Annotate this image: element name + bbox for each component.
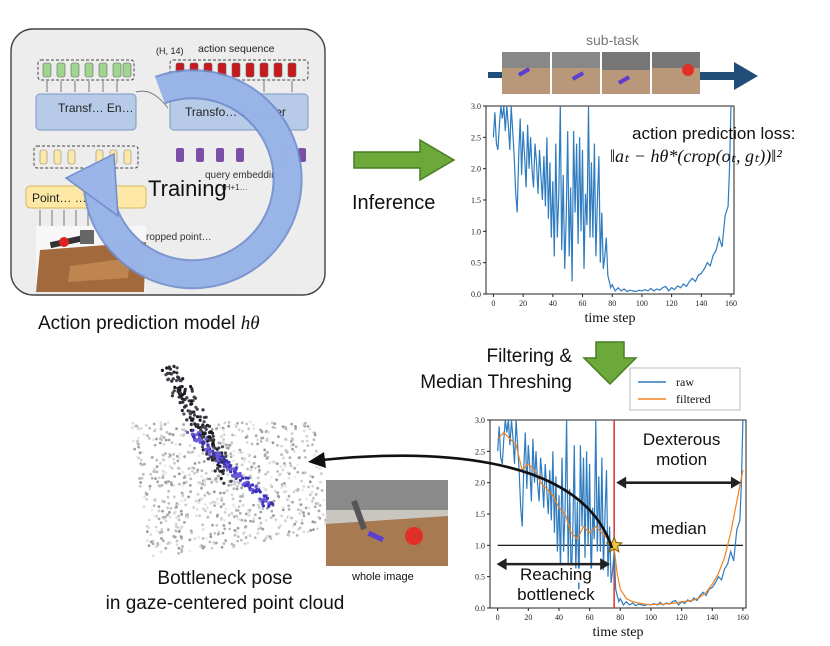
x-tick-label: 120 [666,299,678,308]
transformer-encoder-block [35,93,137,131]
training-label: Training [148,176,227,201]
encoder-output-box [37,59,135,81]
median-label: median [651,519,707,538]
pointer-head [308,452,326,468]
x-tick-label: 60 [586,613,594,622]
query-embedding-label: query embedding [205,170,282,181]
training-cycle-arrow [64,69,303,290]
encoder-label: Transf… En… [58,101,134,115]
legend-box [629,367,741,411]
x-tick-label: 40 [555,613,563,622]
gaze-point-cloud [131,364,328,558]
model-diagram: (H, 14) action sequence Transf… En… Tr [10,28,326,296]
filtering-label: Filtering & Median Threshing [420,346,572,393]
y-tick-label: 1.5 [471,196,481,205]
x-tick-label: 80 [616,613,624,622]
x-tick-label: 140 [695,299,707,308]
bottleneck-star [605,535,624,553]
y-tick-label: 2.5 [471,133,481,142]
y-tick-label: 0.0 [475,604,485,613]
reaching-label: bottleneck [517,585,595,604]
x-tick-label: 40 [549,299,557,308]
legend-label: raw [676,375,694,389]
dexterous-arrow-left-head [616,476,627,489]
reaching-arrow-left-head [496,558,507,571]
x-axis-title: time step [593,625,644,640]
y-tick-label: 1.0 [475,541,485,550]
model-caption-math: hθ [240,313,260,334]
x-tick-label: 100 [645,613,657,622]
reaching-arrow-right-head [600,558,611,571]
loss-chart: 0 20 40 60 80 100 120 140 160 0.0 0.5 1.0 1.5 2.0 2.5 3… [471,102,737,326]
inference-label: Inference [352,192,436,214]
whole-image-label: whole image [352,571,414,583]
query-shape-label: (H+1… [222,183,248,192]
filtered-chart: 0 20 40 60 80 100 120 140 160 0.0 0.5 1.0 1.5 2.0 2.5 3… [475,367,749,640]
dexterous-label: Dexterous [643,430,720,449]
legend: raw filtered [629,367,741,411]
x-tick-label: 0 [491,299,495,308]
y-tick-label: 3.0 [471,102,481,111]
x-tick-label: 100 [636,299,648,308]
dexterous-label: motion [656,450,707,469]
cropped-points-label: …ropped point… [136,232,212,243]
x-tick-label: 160 [725,299,737,308]
encoder-output-tokens [42,62,132,78]
action-sequence-tokens [175,62,297,78]
x-tick-label: 0 [496,613,500,622]
model-caption-text: Action prediction model [38,313,241,334]
subtask-frames [502,52,700,94]
x-tick-label: 80 [608,299,616,308]
x-tick-label: 20 [519,299,527,308]
reaching-label: Reaching [520,565,592,584]
encoder-decoder-connector [135,90,169,109]
x-axis-title: time step [585,311,636,326]
action-sequence-label: action sequence [198,43,275,55]
series-line-loss [492,106,732,293]
series-line-filtered [497,431,744,606]
y-tick-label: 0.0 [471,290,481,299]
loss-title: action prediction loss: [632,124,796,143]
series-line-raw [497,420,744,607]
inference-arrow [353,138,456,182]
model-panel: (H, 14) action sequence Transf… En… Tr [10,28,326,296]
filtering-arrow [582,341,638,386]
point-cloud-points [131,364,328,558]
bottleneck-pointer [308,452,614,549]
whole-image-photo [326,480,448,566]
y-tick-label: 3.0 [475,416,485,425]
model-caption: Action prediction model hθ [38,313,260,335]
y-tick-label: 0.5 [475,573,485,582]
y-tick-label: 0.5 [471,259,481,268]
x-tick-label: 60 [579,299,587,308]
shape-label: (H, 14) [156,46,184,56]
y-tick-label: 2.0 [471,165,481,174]
x-tick-label: 160 [737,613,749,622]
bottleneck-title: Bottleneck pose in gaze-centered point c… [70,566,380,616]
legend-label: filtered [676,392,711,406]
dexterous-arrow-right-head [730,476,741,489]
y-tick-label: 2.0 [475,479,485,488]
y-tick-label: 1.5 [475,510,485,519]
subtask-label: sub-task [586,32,639,48]
y-tick-label: 2.5 [475,447,485,456]
loss-formula: ‖aₜ − hθ*(crop(oₜ, gₜ))‖² [610,146,782,166]
x-tick-label: 140 [706,613,718,622]
y-tick-label: 1.0 [471,227,481,236]
pointer-curve [321,454,614,549]
bottleneck-title-line2: in gaze-centered point cloud [105,593,345,614]
subtask-strip [488,52,758,94]
x-tick-label: 20 [524,613,532,622]
x-tick-label: 120 [676,613,688,622]
bottleneck-title-line1: Bottleneck pose [157,568,293,589]
strip-arrow-head [700,62,758,90]
